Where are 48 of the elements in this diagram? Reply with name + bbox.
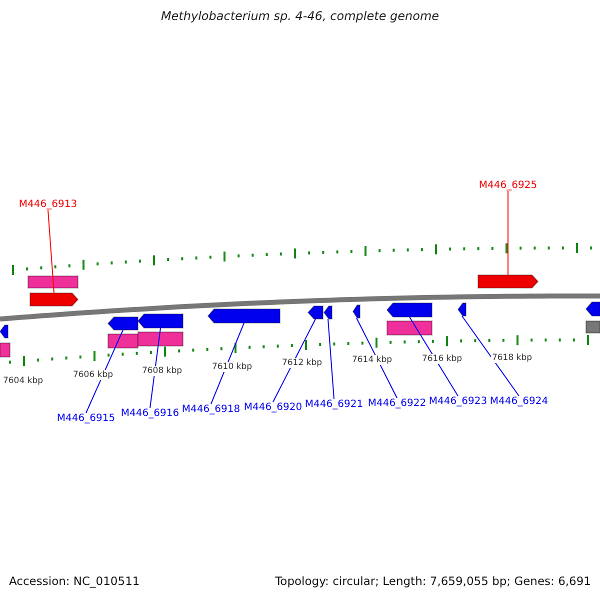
leader-line: [462, 316, 520, 396]
gene-label: M446_6916: [120, 408, 180, 419]
leader-line: [272, 318, 316, 402]
gene-label: M446_6924: [490, 396, 548, 407]
gene-feature: [137, 314, 184, 328]
leader-line: [150, 328, 161, 408]
gene-bar: [386, 320, 432, 336]
gene-feature: [207, 308, 280, 324]
leader-line: [210, 322, 244, 404]
gene-bar: [138, 332, 184, 346]
scale-label: 7612 kbp: [280, 358, 324, 368]
gene-feature: [323, 306, 332, 320]
gene-bar: [586, 320, 600, 334]
gene-feature: [30, 292, 79, 306]
gene-bar: [28, 276, 78, 288]
accession-text: Accession: NC_010511: [9, 574, 140, 588]
scale-label: 7610 kbp: [210, 362, 254, 372]
leader-line: [86, 330, 124, 414]
gene-label: M446_6922: [368, 398, 426, 409]
gene-feature: [352, 304, 360, 318]
gene-feature: [386, 302, 432, 318]
leader-line: [328, 318, 334, 400]
gene-label: M446_6915: [56, 413, 116, 424]
leader-line: [48, 210, 54, 294]
gene-label: M446_6923: [428, 396, 488, 407]
gene-label: M446_6913: [18, 199, 78, 210]
gene-feature: [585, 302, 600, 316]
genome-summary: Topology: circular; Length: 7,659,055 bp; Genes: 6,691: [275, 574, 591, 588]
gene-bar: [0, 342, 10, 358]
gene-feature: [107, 316, 138, 330]
gene-feature: [478, 274, 539, 288]
gene-feature: [0, 324, 8, 338]
scale-label: 7614 kbp: [350, 355, 394, 365]
gene-label: M446_6921: [304, 399, 364, 410]
gene-label: M446_6920: [244, 402, 302, 413]
leader-line: [409, 316, 458, 396]
scale-label: 7608 kbp: [140, 366, 184, 376]
scale-label: 7604 kbp: [2, 376, 44, 386]
gene-label: M446_6925: [478, 180, 538, 191]
scale-label: 7618 kbp: [490, 353, 534, 363]
gene-bar: [108, 334, 138, 348]
gene-label: M446_6918: [182, 404, 240, 415]
scale-label: 7616 kbp: [420, 354, 464, 364]
gene-feature: [457, 302, 466, 316]
leader-line: [356, 318, 398, 398]
diagram-title: Methylobacterium sp. 4-46, complete genome: [160, 9, 440, 23]
gene-feature: [307, 306, 324, 320]
scale-label: 7606 kbp: [72, 370, 114, 380]
